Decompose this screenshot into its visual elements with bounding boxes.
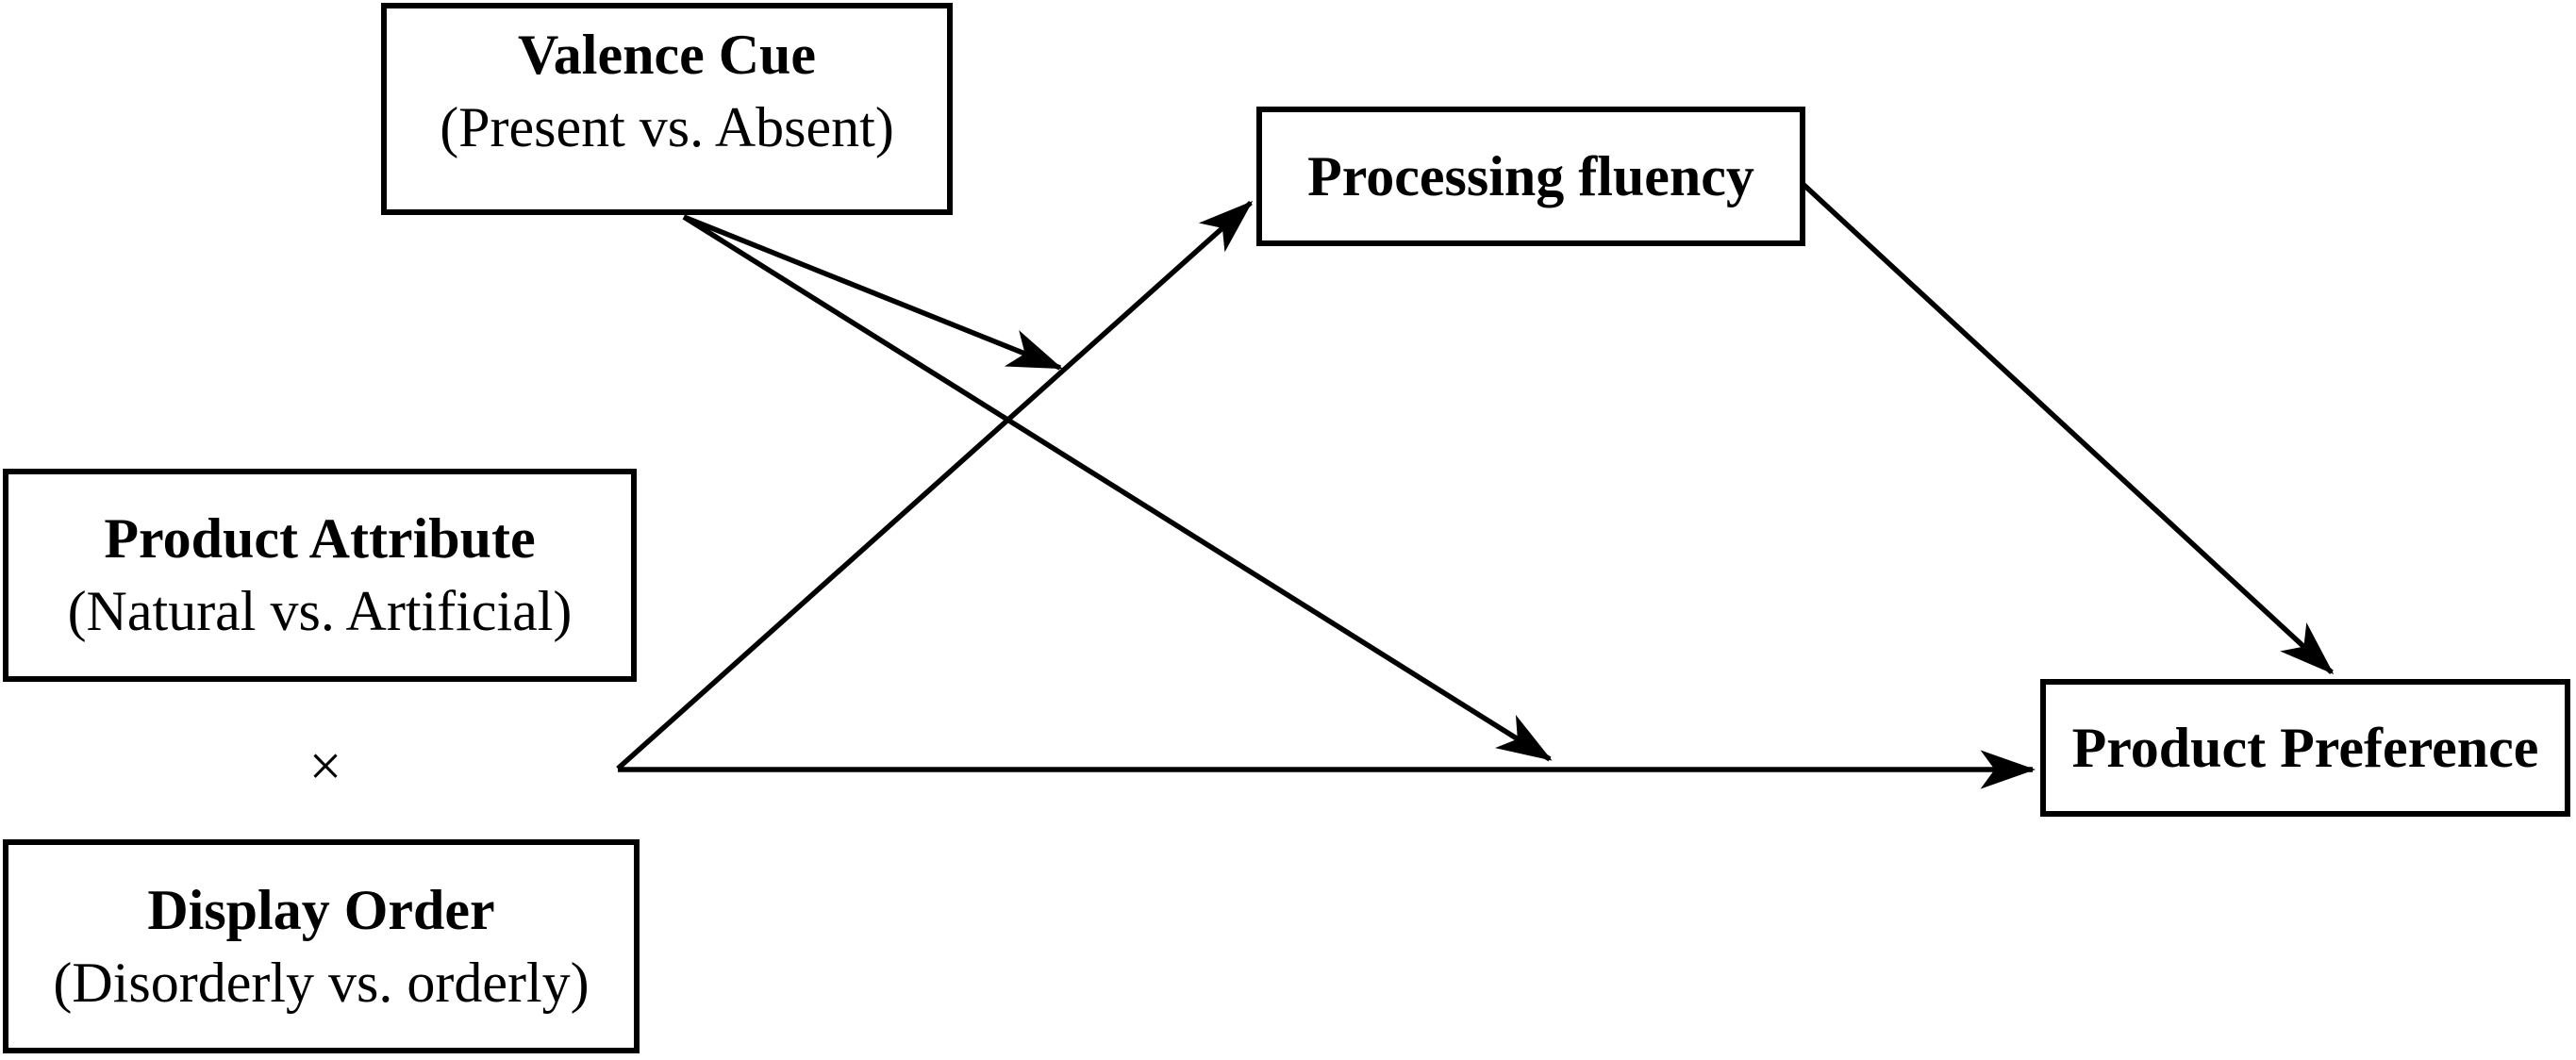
node-processing-fluency: Processing fluency bbox=[1256, 107, 1805, 246]
interaction-multiplication-sign: × bbox=[308, 734, 342, 799]
valence-cue-title: Valence Cue bbox=[517, 23, 817, 86]
edge-valence-cue-moderates-direct-path bbox=[682, 214, 1553, 762]
display-order-subtitle: (Disorderly vs. orderly) bbox=[53, 951, 590, 1014]
node-product-attribute: Product Attribute (Natural vs. Artificia… bbox=[3, 469, 637, 682]
edge-b-path-processing-fluency-to-product-preference bbox=[1798, 178, 2335, 675]
display-order-title: Display Order bbox=[147, 878, 495, 941]
product-preference-title: Product Preference bbox=[2071, 716, 2539, 779]
product-attribute-subtitle: (Natural vs. Artificial) bbox=[67, 580, 573, 642]
node-display-order: Display Order (Disorderly vs. orderly) bbox=[3, 839, 640, 1053]
processing-fluency-title: Processing fluency bbox=[1307, 144, 1754, 207]
node-valence-cue: Valence Cue (Present vs. Absent) bbox=[381, 3, 953, 215]
edge-valence-cue-moderates-a-path bbox=[682, 214, 1063, 371]
edge-a-path-interaction-to-processing-fluency bbox=[616, 200, 1254, 771]
product-attribute-title: Product Attribute bbox=[104, 507, 536, 571]
node-product-preference: Product Preference bbox=[2040, 679, 2570, 817]
valence-cue-subtitle: (Present vs. Absent) bbox=[440, 95, 894, 158]
